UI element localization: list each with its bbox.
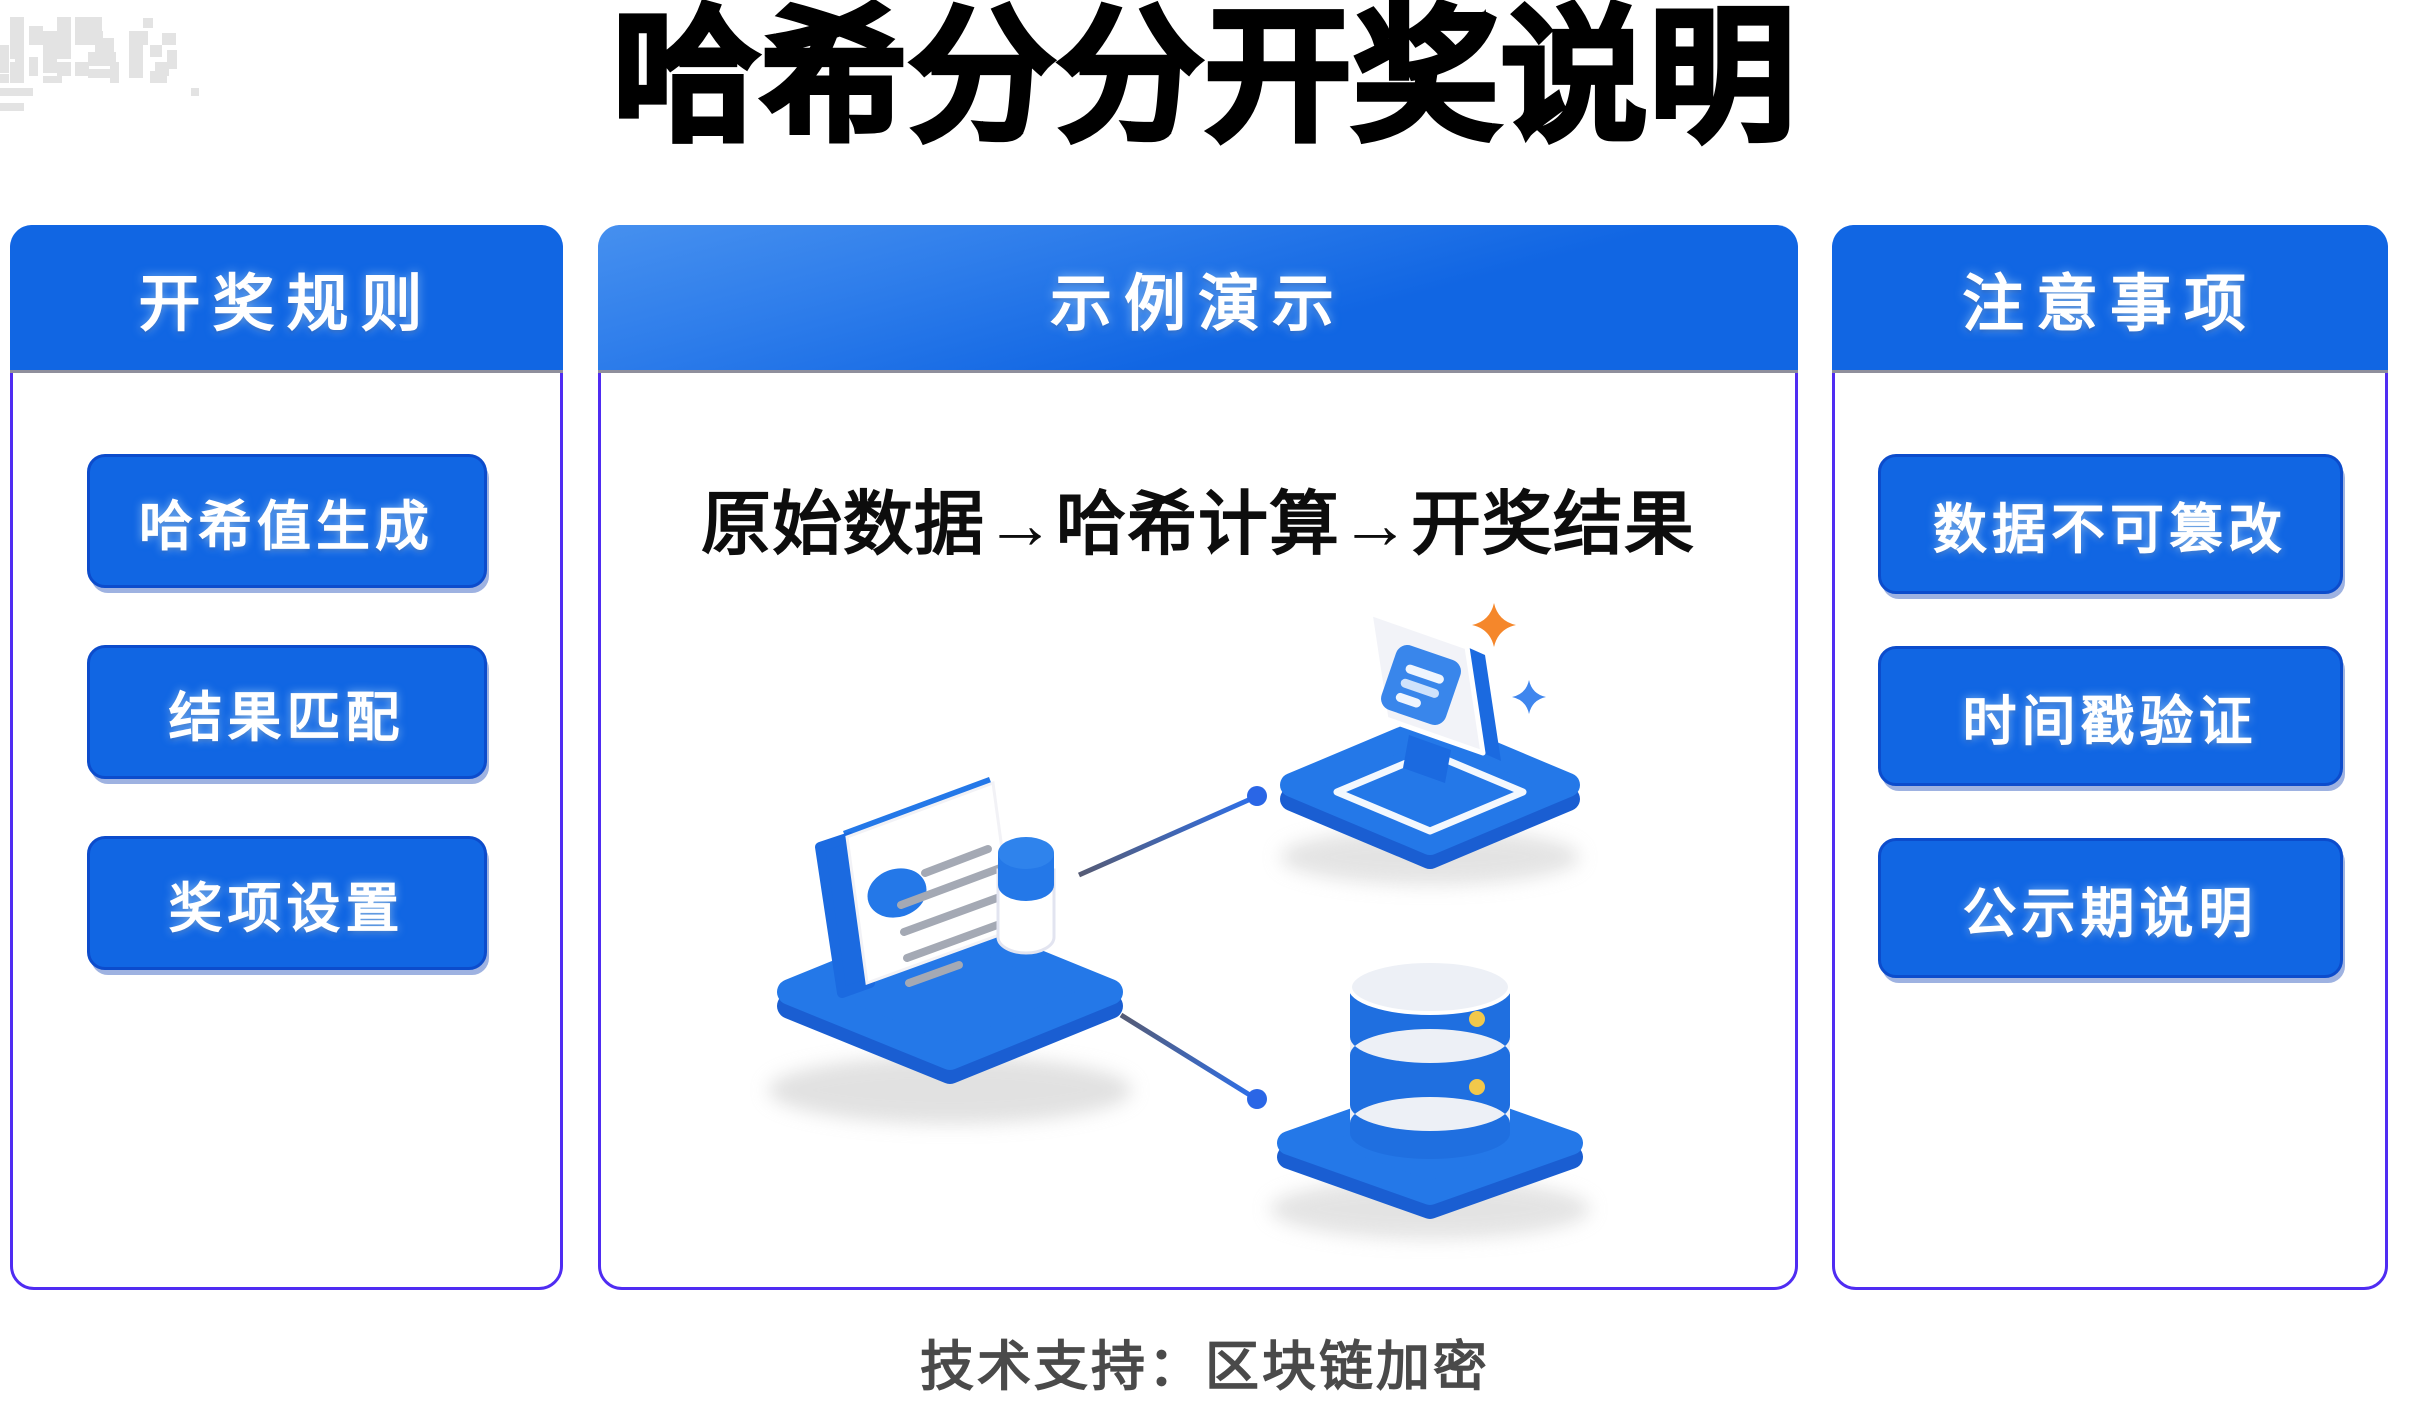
rule-item-hash-generation[interactable]: 哈希值生成 <box>86 454 487 588</box>
rule-item-result-match[interactable]: 结果匹配 <box>86 645 487 779</box>
note-item-tamper-proof[interactable]: 数据不可篡改 <box>1877 454 2343 594</box>
demo-panel-header: 示例演示 <box>598 225 1798 370</box>
footer-support-text: 技术支持：区块链加密 <box>920 1337 1490 1397</box>
rules-panel: 开奖规则 哈希值生成 结果匹配 奖项设置 <box>10 225 563 1290</box>
notes-panel-header: 注意事项 <box>1832 225 2388 370</box>
connector-dot <box>1247 1089 1267 1109</box>
demo-flow-text: 原始数据→哈希计算→开奖结果 <box>701 485 1695 563</box>
demo-panel: 示例演示 原始数据→哈希计算→开奖结果 <box>598 225 1798 1290</box>
db-indicator-dot <box>1469 1079 1485 1095</box>
page-title: 哈希分分开奖说明 <box>611 0 1798 161</box>
database-icon <box>1270 959 1590 1239</box>
rules-panel-body: 哈希值生成 结果匹配 奖项设置 <box>13 454 560 1368</box>
monitor-edge <box>1467 647 1501 761</box>
card-avatar <box>867 868 927 918</box>
db-indicator-dot <box>1469 1011 1485 1027</box>
connector-dot <box>1247 786 1267 806</box>
screen-app-tile <box>1381 645 1461 725</box>
sparkle-blue-icon <box>1512 680 1546 714</box>
small-cylinder <box>996 837 1056 955</box>
rule-item-prize-setting[interactable]: 奖项设置 <box>86 836 487 970</box>
sparkle-orange-icon <box>1472 603 1516 647</box>
notes-panel-body: 数据不可篡改 时间戳验证 公示期说明 <box>1835 454 2385 1368</box>
card-text-lines <box>897 845 1015 987</box>
notes-panel: 注意事项 数据不可篡改 时间戳验证 公示期说明 <box>1832 225 2388 1290</box>
note-item-publicity-period[interactable]: 公示期说明 <box>1877 838 2343 978</box>
document-card-icon <box>768 777 1132 1124</box>
monitor-icon <box>1280 603 1580 885</box>
watermark-artifact <box>0 17 199 111</box>
monitor-stand <box>1403 735 1451 783</box>
demo-illustration <box>768 603 1590 1239</box>
db-top <box>1348 959 1512 1015</box>
demo-panel-body: 原始数据→哈希计算→开奖结果 <box>601 370 1795 1284</box>
connector-line-to-database <box>1119 1012 1267 1109</box>
note-item-timestamp-verify[interactable]: 时间戳验证 <box>1877 646 2343 786</box>
platform-outline <box>1333 749 1527 835</box>
connector-line-to-monitor <box>1077 786 1267 878</box>
rules-panel-header: 开奖规则 <box>10 225 563 370</box>
